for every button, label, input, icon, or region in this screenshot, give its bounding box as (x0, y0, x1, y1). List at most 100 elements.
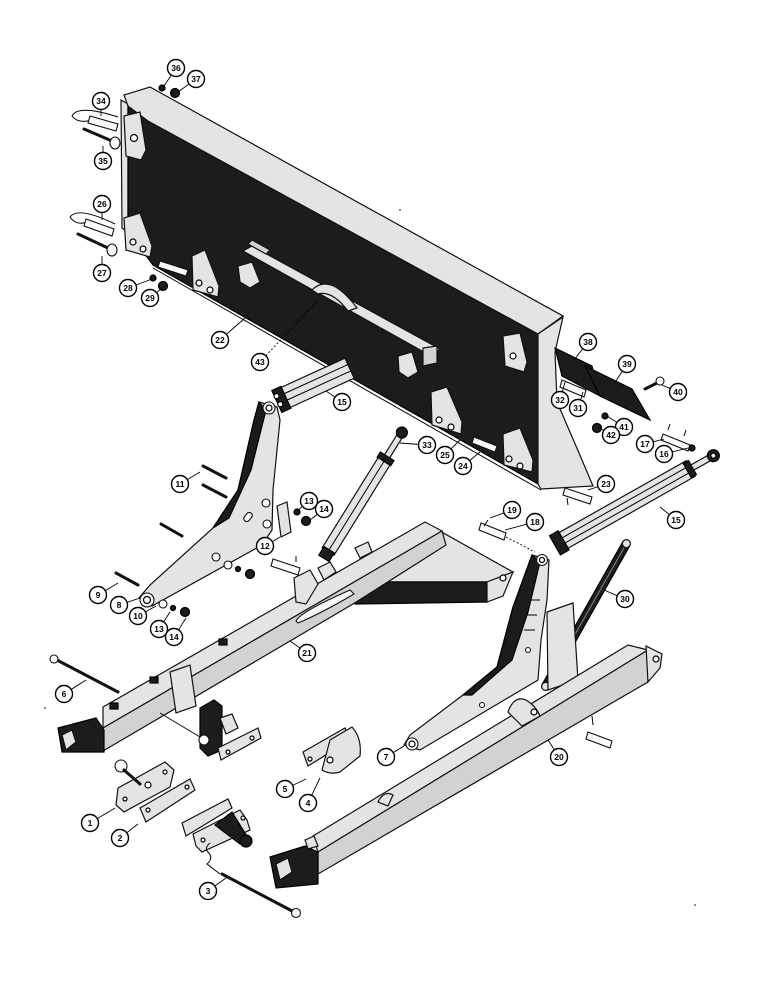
callout-circle (601, 425, 621, 445)
frame-20-upright-plate (546, 602, 579, 691)
callout-number: 32 (555, 395, 565, 405)
callout-circle (297, 643, 317, 663)
part-callout-16: 16 (654, 444, 689, 464)
callout-number: 7 (384, 752, 389, 762)
callout-number: 33 (422, 440, 432, 450)
bolt-35-shank (82, 127, 114, 143)
callout-leader-line (597, 426, 604, 431)
cotter-wire-26 (69, 212, 116, 225)
cotter-19 (483, 519, 489, 527)
callout-leader-line (311, 777, 321, 796)
callout-number: 30 (620, 594, 630, 604)
cylinder-end-cap (271, 385, 292, 414)
callout-leader-line (70, 679, 87, 690)
frame-20-lug (304, 835, 319, 850)
callout-leader-line (450, 439, 461, 450)
callout-leader-line (226, 317, 246, 335)
part-callout-11: 11 (170, 471, 201, 494)
part-callout-42: 42 (597, 425, 621, 445)
mount-leader (159, 712, 201, 738)
bolt-40-shank (643, 381, 659, 391)
callout-circle (596, 474, 616, 494)
frame-20-top-face (312, 644, 650, 853)
callout-number: 24 (458, 461, 468, 471)
frame-20-trunnion (507, 698, 541, 727)
callout-number: 39 (622, 359, 632, 369)
callout-number: 37 (191, 74, 201, 84)
bracket-hole (195, 279, 203, 287)
part-callout-6: 6 (54, 679, 87, 704)
plate-hole (162, 769, 168, 775)
bolt-3-shank (220, 872, 296, 914)
bolt-27-head (106, 243, 118, 257)
nut-42 (591, 422, 603, 434)
callout-number: 42 (606, 430, 616, 440)
plate-hole (249, 735, 255, 741)
ball-bracket-1-neck (122, 768, 142, 786)
part-callout-27: 27 (92, 256, 112, 283)
part-callout-26: 26 (92, 194, 112, 220)
cylinder-port (273, 393, 280, 400)
lift-cylinder-15-right (548, 449, 720, 556)
pin-hinge-left (157, 260, 189, 277)
callout-leader-line (126, 823, 139, 834)
bolt-11b (201, 483, 228, 499)
part-callout-13: 13 (149, 611, 171, 639)
washer-41 (601, 412, 609, 420)
blade-end-bit-assembly (554, 346, 696, 506)
bracket-hole (129, 133, 139, 143)
callout-number: 27 (97, 268, 107, 278)
callout-circle (110, 828, 130, 848)
cotter-wire-34 (71, 109, 119, 122)
callout-circle (186, 69, 206, 89)
ball-mount-ball (239, 834, 253, 848)
part-callout-32: 32 (550, 381, 570, 410)
cylinder-stripe (563, 471, 691, 545)
frame-21-slot (295, 589, 355, 624)
part-callout-34: 34 (91, 91, 111, 116)
cylinder-end-cap (317, 545, 336, 563)
callout-circle (54, 684, 74, 704)
frame-20-end-hole (652, 655, 660, 663)
callout-number: 3 (206, 886, 211, 896)
callout-leader-line (587, 486, 599, 491)
callout-circle (568, 398, 588, 418)
callout-number: 43 (255, 357, 265, 367)
callout-leader-line (613, 370, 623, 385)
cylinder-eye (395, 426, 408, 439)
pin-17 (660, 433, 691, 452)
washer-28 (149, 274, 157, 282)
callout-leader-line (469, 451, 481, 461)
frame-21-clevis-plate (317, 561, 337, 581)
callout-number: 15 (337, 397, 347, 407)
callout-leader-line (504, 523, 527, 531)
push-arm-hole (261, 498, 271, 508)
part-callout-4: 4 (298, 777, 321, 813)
callout-circle (149, 619, 169, 639)
bolt-3-head (290, 907, 302, 919)
callout-number: 8 (117, 600, 122, 610)
callout-leader-line (606, 415, 618, 423)
callout-circle (80, 813, 100, 833)
frame-21-wear-plate (169, 664, 197, 714)
part-callout-19: 19 (489, 500, 522, 520)
callout-leader-line (393, 745, 405, 753)
callout-number: 25 (440, 450, 450, 460)
frame-20-end-lug (645, 645, 663, 684)
callout-leader-line (309, 513, 318, 521)
callout-number: 31 (573, 403, 583, 413)
callout-circle (88, 585, 108, 605)
part-callout-36: 36 (163, 58, 186, 87)
callout-number: 2 (118, 833, 123, 843)
callout-leader-line (163, 74, 172, 87)
callout-circle (166, 58, 186, 78)
washer-13-upper (293, 508, 301, 516)
part-callout-28: 28 (118, 278, 153, 298)
dozer-blade (120, 86, 594, 491)
blade-beam-clip-left (237, 261, 261, 289)
push-arm-slot (243, 511, 253, 523)
frame-21-lug (218, 638, 228, 646)
cotter-23 (566, 497, 569, 506)
callout-circle (417, 435, 437, 455)
print-speck (44, 707, 46, 709)
